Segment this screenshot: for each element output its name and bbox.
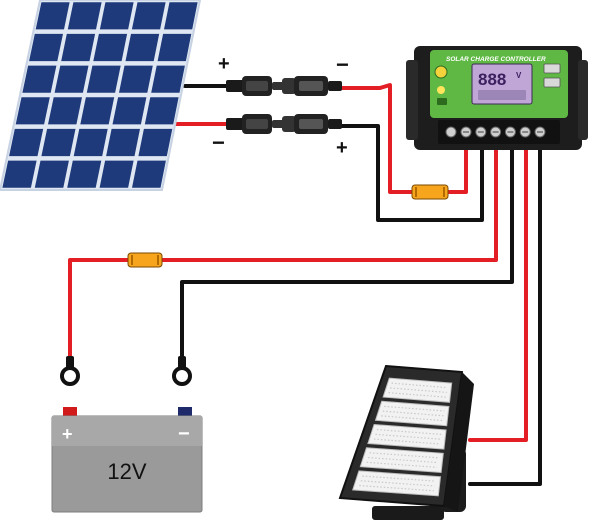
solar-cell [93,33,128,62]
battery-indicator-icon [437,98,447,105]
solar-cell [9,128,44,157]
controller-terminal-aux [445,126,457,138]
controller-mount-right [578,60,588,140]
controller-pv-negative-wire [336,124,484,222]
lead-negative-sign: − [336,52,349,77]
solar-cell [67,160,102,188]
controller-pv-positive-wire-b [445,140,468,194]
solar-cell [138,128,173,157]
mc4-female-connector-bottom [226,114,284,134]
usb-port-1 [543,63,561,74]
mc4-female-connector-top [282,76,342,96]
solar-cell [15,97,50,125]
solar-cell [112,97,147,125]
solar-cell [35,2,70,30]
solar-cell [73,128,108,157]
solar-cell [48,97,82,125]
solar-cell [125,33,160,62]
led-dot-row [366,461,437,468]
solar-cell [164,2,198,30]
solar-cell [54,65,89,93]
floodlight-mount-bracket [372,506,444,520]
solar-cell [22,65,57,93]
solar-cell-grid [2,2,198,188]
ring-terminal-positive [60,356,80,386]
battery-fuse [127,252,163,268]
controller-display-unit: V [516,71,522,80]
solar-cell [34,160,69,188]
solar-cell [67,2,102,30]
controller-logo-icon [434,65,448,79]
battery-positive-wire [68,258,132,370]
solar-cell [61,33,96,62]
led-floodlight [338,364,474,520]
lead-positive-sign: + [336,137,348,159]
floodlight-housing-side [444,372,474,512]
led-dot-row [376,428,442,435]
battery-12v: + − 12V [51,407,203,513]
solar-cell [151,65,185,93]
panel-positive-sign: + [218,53,230,75]
solar-panel [0,0,202,191]
controller-title: SOLAR CHARGE CONTROLLER [446,56,546,63]
solar-cell [99,2,134,30]
controller-terminals [445,126,546,138]
mc4-male-connector-top [226,76,284,96]
battery-positive-sign: + [62,424,73,444]
solar-cell [99,160,134,188]
mc4-connector-pair-top [226,76,342,96]
ring-terminal-negative [172,356,192,386]
solar-cell [132,160,166,188]
battery-ring-terminals [60,356,192,386]
wires [68,83,542,486]
solar-cell [144,97,179,125]
charge-controller: SOLAR CHARGE CONTROLLER 888 V [406,46,588,150]
mc4-connector-pair-bottom [226,114,342,134]
battery-voltage-label: 12V [107,459,146,484]
battery-lid [52,416,202,446]
led-dot-row [368,456,438,464]
battery-negative-wire [180,140,514,370]
led-dot-row [369,452,439,459]
mc4-male-connector-bottom [282,114,342,134]
solar-cell [2,160,37,188]
solar-cell [106,128,140,157]
controller-display-value: 888 [478,70,506,89]
led-dot-row [384,405,445,412]
solar-cell [157,33,192,62]
led-dot-row [375,433,441,440]
led-dot-row [362,475,436,482]
solar-cell [119,65,153,93]
solar-cell [41,128,76,157]
load-positive-wire [468,140,528,442]
solar-cell [86,65,121,93]
led-module-stack [352,377,453,497]
panel-negative-sign: − [212,130,225,155]
pv-fuse [411,184,449,200]
led-dot-row [388,392,447,398]
solar-cell [29,33,64,62]
load-negative-wire [468,140,542,486]
lcd-status-bar [478,90,526,100]
led-dot-row [391,382,448,389]
led-dot-row [390,387,447,393]
controller-pv-positive-wire [336,83,415,194]
usb-port-2 [543,77,561,88]
battery-positive-wire-b [158,140,498,262]
battery-negative-sign: − [178,423,190,445]
solar-cell [80,97,115,125]
solar-cell [131,2,166,30]
load-indicator-icon [437,86,445,94]
controller-mount-left [406,60,418,140]
led-dot-row [373,438,440,445]
